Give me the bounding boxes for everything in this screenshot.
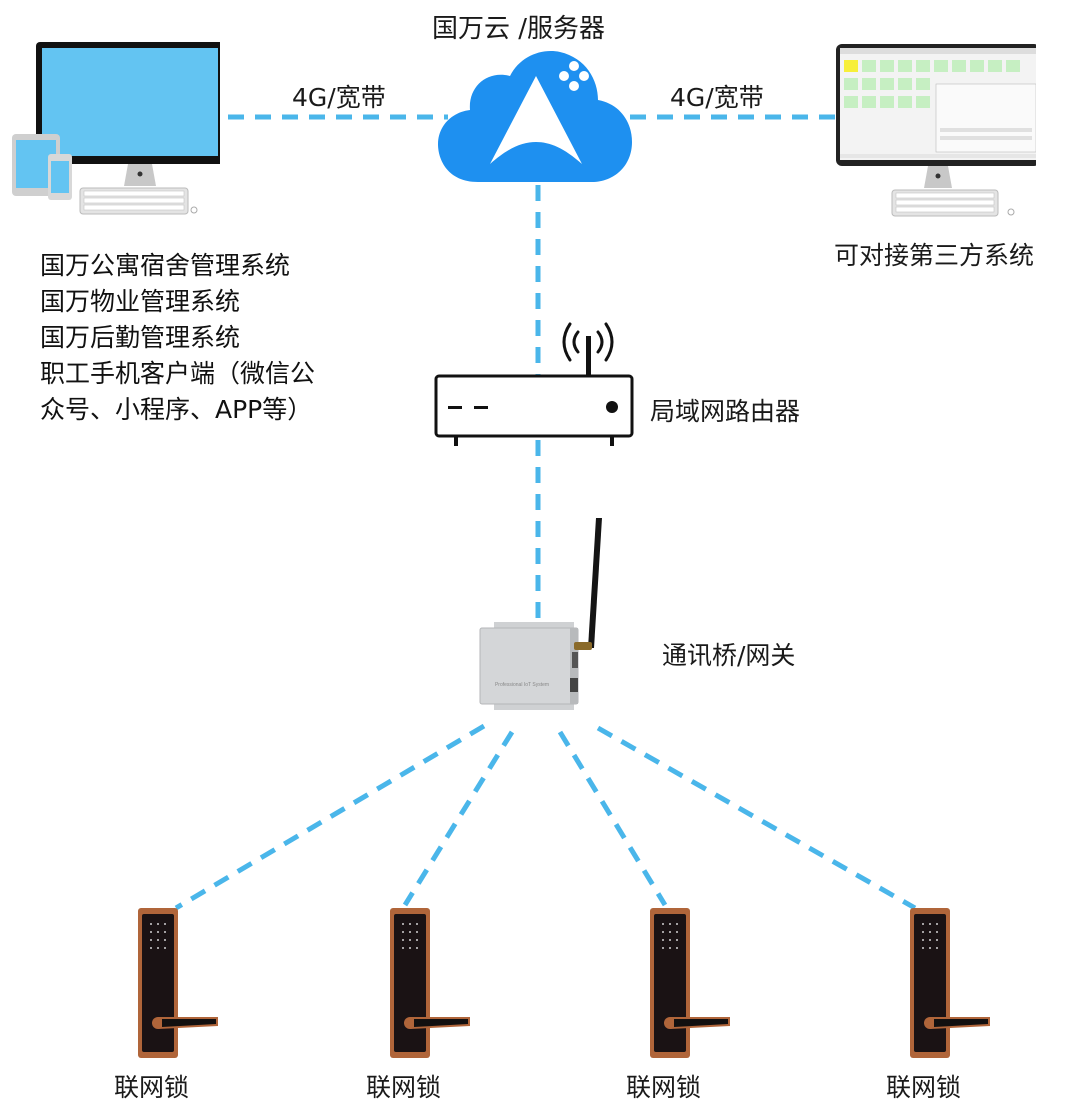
third-party-label: 可对接第三方系统	[834, 241, 1035, 270]
gateway-device-text: Professional IoT System	[495, 682, 549, 688]
link-label-left: 4G/宽带	[292, 83, 386, 112]
lock-node	[134, 906, 224, 1064]
link-gateway-lock-3	[557, 730, 668, 907]
lock-node	[646, 906, 736, 1064]
system-item: 国万公寓宿舍管理系统	[40, 251, 291, 280]
gateway-label: 通讯桥/网关	[662, 641, 796, 670]
lock-label: 联网锁	[626, 1073, 702, 1102]
system-item: 众号、小程序、APP等）	[40, 395, 313, 424]
cloud-label: 国万云 /服务器	[432, 14, 606, 44]
lock-label: 联网锁	[114, 1073, 190, 1102]
smart-door-lock-icon	[138, 908, 218, 1058]
system-item: 国万后勤管理系统	[40, 323, 241, 352]
smart-door-lock-icon	[650, 908, 730, 1058]
system-item: 职工手机客户端（微信公	[40, 359, 316, 388]
smart-door-lock-icon	[390, 908, 470, 1058]
left-systems-list: 国万公寓宿舍管理系统 国万物业管理系统 国万后勤管理系统 职工手机客户端（微信公…	[40, 248, 315, 428]
link-gateway-lock-1	[174, 723, 486, 911]
link-gateway-lock-4	[596, 725, 917, 911]
wifi-router-icon	[434, 322, 634, 446]
desktop-software-icon	[836, 44, 1036, 217]
lock-node	[906, 906, 996, 1064]
lock-label: 联网锁	[366, 1073, 442, 1102]
link-gateway-lock-2	[402, 730, 515, 907]
smart-door-lock-icon	[910, 908, 990, 1058]
gateway-device-icon: Professional IoT System	[479, 518, 602, 710]
system-item: 国万物业管理系统	[40, 287, 241, 316]
router-label: 局域网路由器	[650, 397, 801, 426]
navigation-arrow-icon	[490, 76, 582, 164]
lock-label: 联网锁	[886, 1073, 962, 1102]
link-label-right: 4G/宽带	[670, 83, 764, 112]
lock-node	[386, 906, 476, 1064]
cloud-server-icon	[438, 51, 632, 182]
desktop-tablet-phone-icon	[12, 42, 220, 215]
